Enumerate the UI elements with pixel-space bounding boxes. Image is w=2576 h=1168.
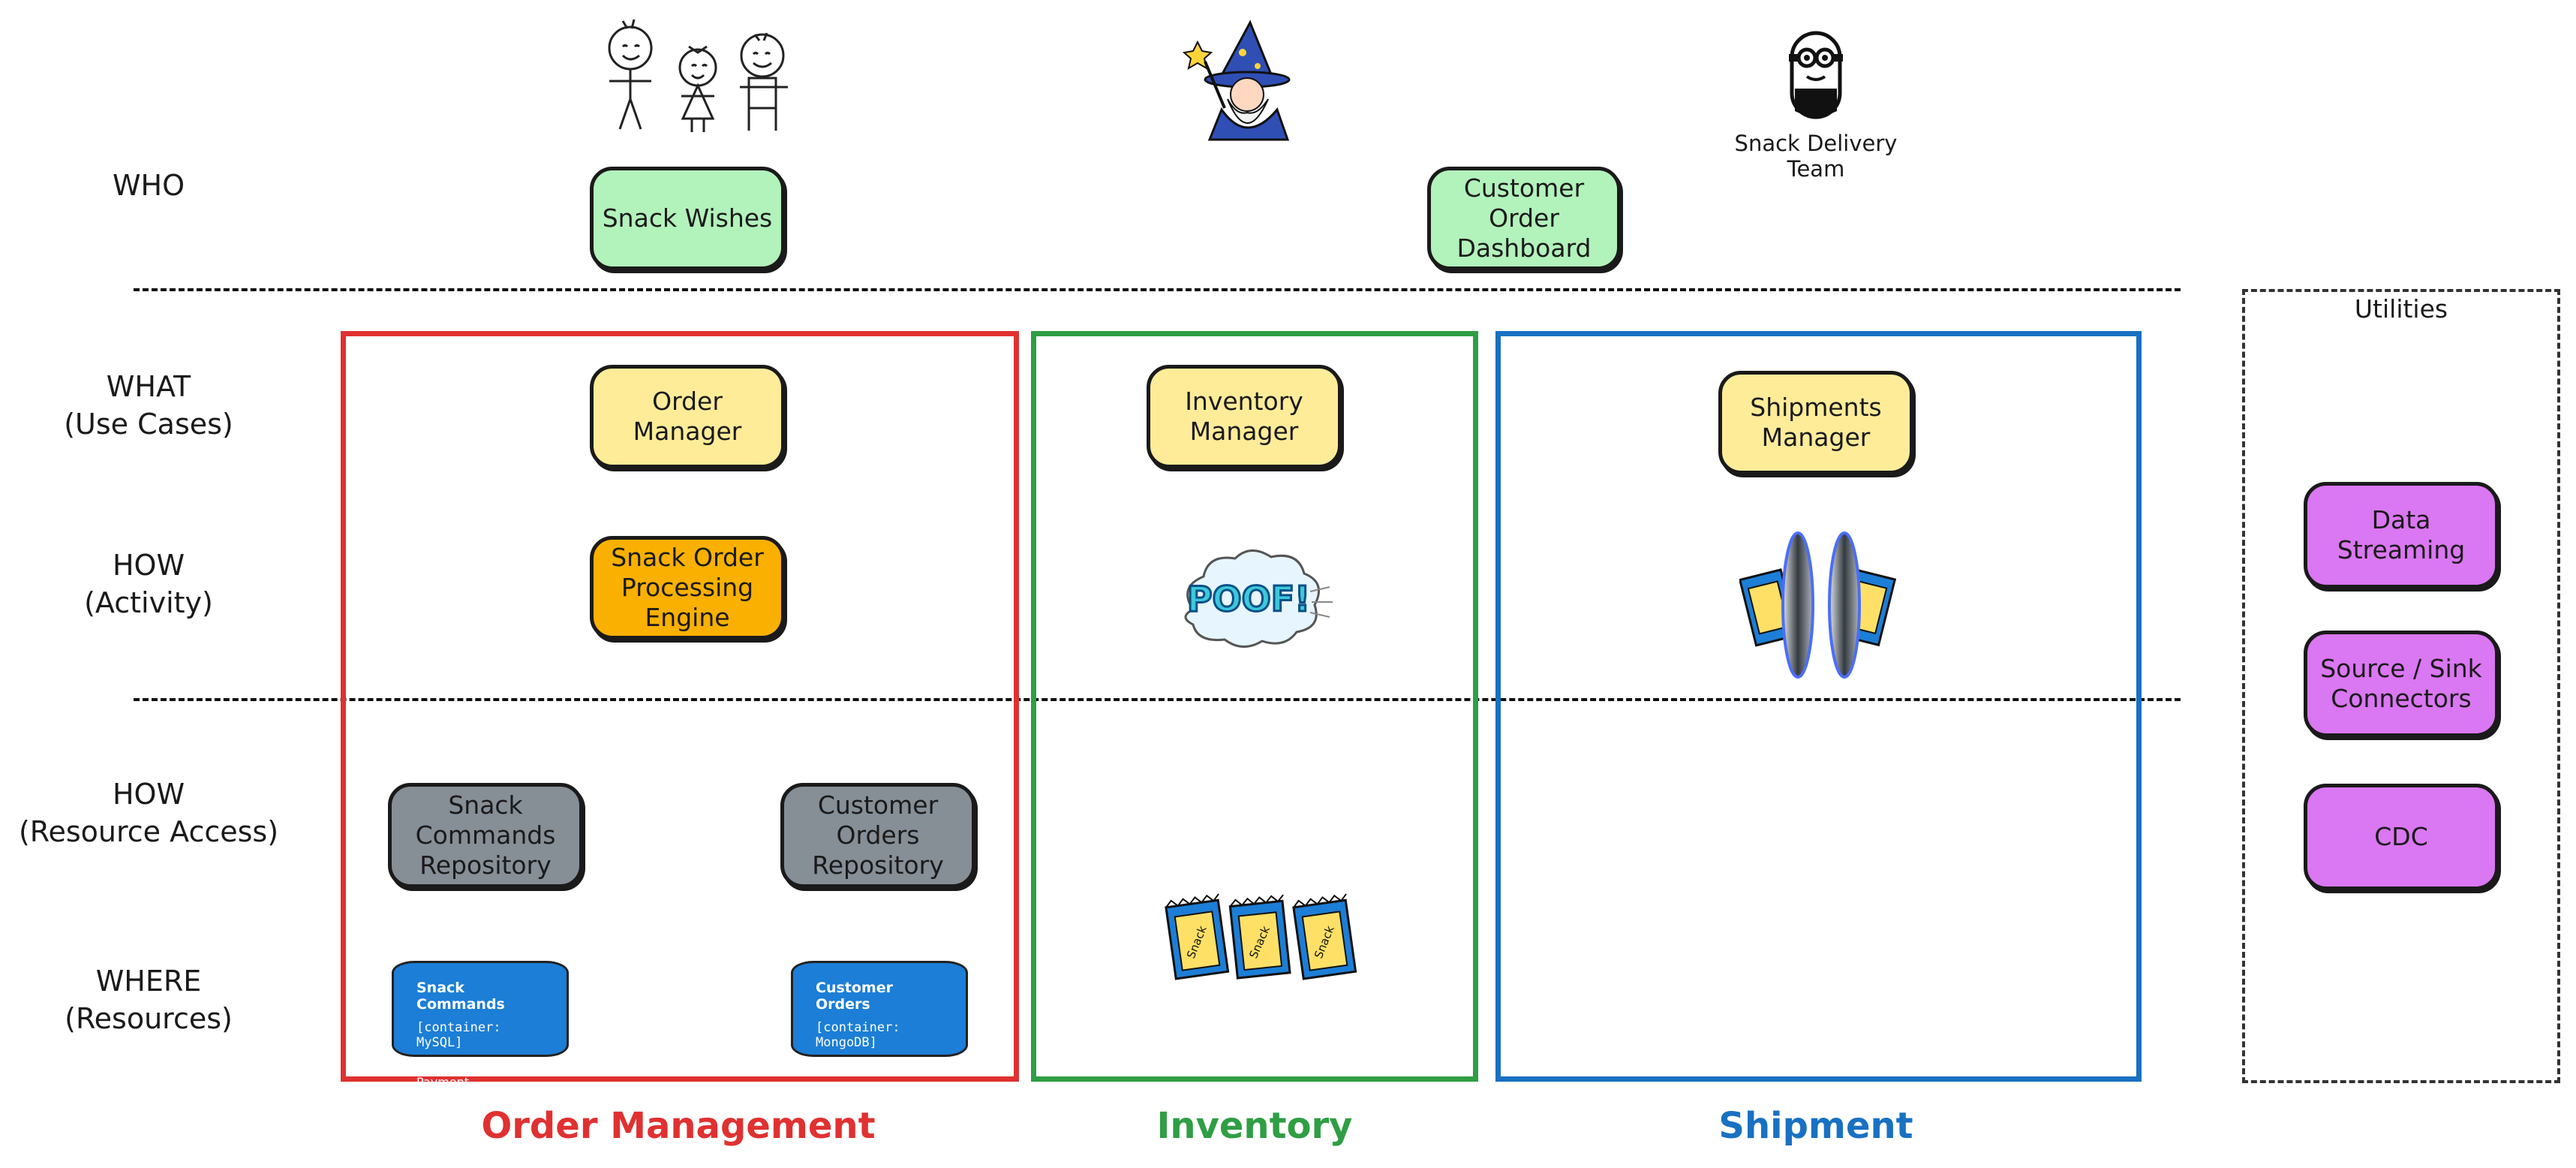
data-streaming-line2: Streaming bbox=[2337, 535, 2466, 564]
row-label-where: WHERE (Resources) bbox=[0, 962, 306, 1037]
utilities-frame bbox=[2242, 289, 2560, 1083]
snack-repo-line3: Repository bbox=[419, 850, 552, 880]
row-label-where-line1: WHERE bbox=[95, 965, 202, 998]
engine-line1: Snack Order bbox=[611, 543, 764, 572]
snack-commands-db-desc: Items, Location, Payment bbox=[416, 1061, 512, 1089]
order-management-title: Order Management bbox=[481, 1105, 876, 1147]
snack-commands-database[interactable]: Snack Commands [container: MySQL] Items,… bbox=[392, 961, 569, 1089]
poof-cloud-icon: POOF! bbox=[1184, 549, 1333, 648]
engine-line3: Engine bbox=[645, 603, 730, 632]
customer-orders-database[interactable]: Customer Orders [container: MongoDB] Cus… bbox=[791, 961, 968, 1075]
row-label-what-line1: WHAT bbox=[106, 370, 191, 403]
inventory-manager-line2: Manager bbox=[1189, 417, 1299, 446]
connectors-line2: Connectors bbox=[2331, 684, 2472, 713]
wizard-icon bbox=[1183, 20, 1291, 141]
snack-commands-db-title: Snack Commands bbox=[416, 980, 505, 1013]
divider-who bbox=[134, 288, 2181, 291]
kids-stick-figures-icon bbox=[608, 19, 788, 132]
shipments-manager-line2: Manager bbox=[1761, 423, 1871, 452]
dashboard-line1: Customer bbox=[1463, 173, 1585, 203]
source-sink-connectors-box[interactable]: Source / Sink Connectors bbox=[2304, 631, 2499, 737]
snack-commands-db-container: [container: MySQL] bbox=[416, 1020, 501, 1050]
order-manager-label: Order Manager bbox=[633, 387, 742, 446]
dashboard-line3: Dashboard bbox=[1456, 233, 1592, 263]
row-label-how-activity: HOW (Activity) bbox=[0, 546, 306, 622]
customer-orders-db-desc: Customer Orders bbox=[816, 1061, 918, 1075]
shipments-manager-box[interactable]: Shipments Manager bbox=[1718, 371, 1913, 474]
inventory-manager-box[interactable]: Inventory Manager bbox=[1147, 365, 1342, 468]
dashboard-line2: Order bbox=[1489, 203, 1559, 233]
inventory-frame bbox=[1031, 331, 1478, 1082]
customer-orders-repository-box[interactable]: Customer Orders Repository bbox=[780, 783, 975, 888]
minion-icon bbox=[1789, 31, 1843, 119]
shipments-manager-line1: Shipments bbox=[1750, 393, 1882, 422]
cdc-label: CDC bbox=[2374, 822, 2428, 851]
row-label-how-resource-line2: (Resource Access) bbox=[18, 815, 279, 848]
snack-wishes-label: Snack Wishes bbox=[602, 203, 773, 233]
engine-line2: Processing bbox=[621, 573, 754, 602]
divider-how bbox=[134, 698, 2181, 701]
snack-delivery-team-label: Snack Delivery Team bbox=[1724, 131, 1907, 182]
row-label-how-resource-line1: HOW bbox=[112, 778, 185, 811]
snack-order-processing-engine-box[interactable]: Snack Order Processing Engine bbox=[590, 536, 785, 640]
row-label-how-activity-line1: HOW bbox=[112, 549, 185, 582]
inventory-manager-line1: Inventory bbox=[1185, 387, 1303, 416]
row-label-how-resource: HOW (Resource Access) bbox=[0, 775, 306, 850]
inventory-title: Inventory bbox=[1156, 1105, 1353, 1147]
row-label-who: WHO bbox=[0, 167, 306, 204]
customer-orders-db-container: [container: MongoDB] bbox=[816, 1020, 900, 1050]
customer-repo-line3: Repository bbox=[812, 850, 944, 880]
customer-order-dashboard-box[interactable]: Customer Order Dashboard bbox=[1427, 167, 1621, 270]
connectors-line1: Source / Sink bbox=[2320, 654, 2482, 683]
customer-orders-db-title: Customer Orders bbox=[816, 980, 893, 1013]
shipment-title: Shipment bbox=[1718, 1105, 1913, 1147]
row-label-where-line2: (Resources) bbox=[65, 1002, 233, 1035]
row-label-who-text: WHO bbox=[112, 169, 185, 202]
snack-repo-line2: Commands bbox=[415, 820, 556, 850]
snack-commands-repository-box[interactable]: Snack Commands Repository bbox=[388, 783, 583, 888]
customer-repo-line2: Orders bbox=[836, 820, 920, 850]
snack-delivery-team-line2: Team bbox=[1787, 156, 1845, 182]
row-label-what-line2: (Use Cases) bbox=[64, 408, 233, 441]
order-manager-box[interactable]: Order Manager bbox=[590, 365, 785, 468]
shipment-frame bbox=[1495, 331, 2142, 1082]
utilities-title: Utilities bbox=[2354, 294, 2448, 324]
data-streaming-line1: Data bbox=[2371, 505, 2431, 534]
row-label-what: WHAT (Use Cases) bbox=[0, 368, 306, 443]
row-label-how-activity-line2: (Activity) bbox=[84, 586, 213, 619]
order-management-frame bbox=[341, 331, 1019, 1082]
data-streaming-box[interactable]: Data Streaming bbox=[2304, 482, 2499, 589]
snack-wishes-box[interactable]: Snack Wishes bbox=[590, 167, 785, 270]
snack-repo-line1: Snack bbox=[448, 790, 523, 820]
cdc-box[interactable]: CDC bbox=[2304, 784, 2499, 890]
poof-text: POOF! bbox=[1187, 579, 1310, 619]
teleport-portal-icon bbox=[1739, 531, 1897, 679]
snack-delivery-team-line1: Snack Delivery bbox=[1734, 131, 1898, 156]
snack-packs-icon: Snack Snack Snack bbox=[1165, 893, 1357, 980]
customer-repo-line1: Customer bbox=[817, 790, 939, 820]
